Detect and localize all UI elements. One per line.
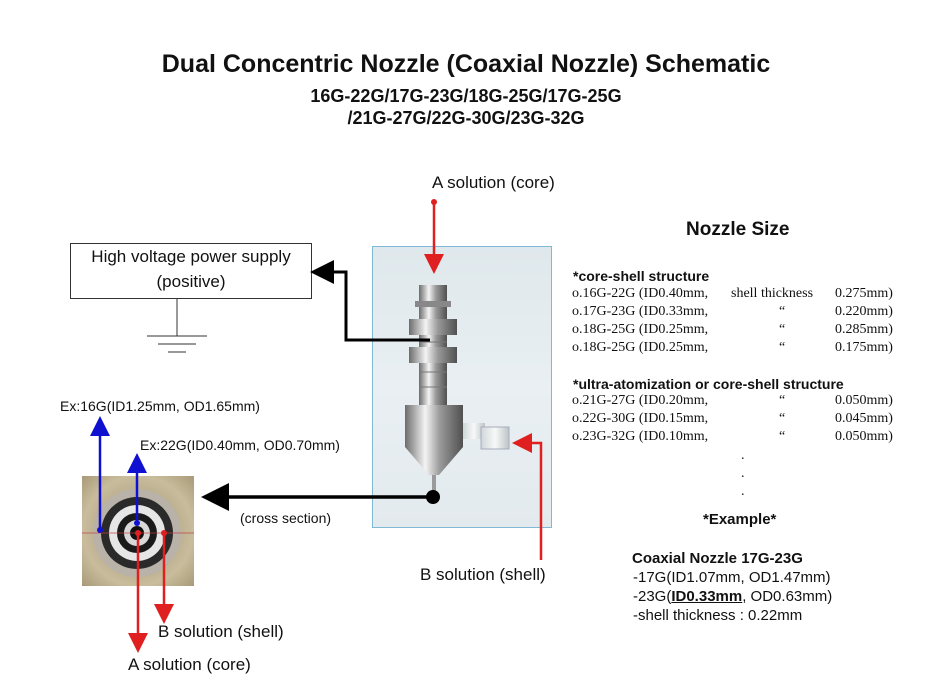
list-item: o.18G-25G (ID0.25mm, “ 0.285mm)	[572, 322, 893, 337]
hv-label-line2: (positive)	[156, 272, 226, 291]
ellipsis-dot-2: .	[741, 466, 745, 481]
core-shell-list: o.16G-22G (ID0.40mm, shell thickness 0.2…	[572, 286, 912, 358]
list-item: o.16G-22G (ID0.40mm, shell thickness 0.2…	[572, 286, 893, 301]
subtitle-line-1: 16G-22G/17G-23G/18G-25G/17G-25G	[310, 86, 622, 106]
hv-label-line1: High voltage power supply	[91, 247, 291, 266]
hv-connection-arrow	[310, 260, 430, 342]
list-item: o.17G-23G (ID0.33mm, “ 0.220mm)	[572, 304, 893, 319]
ex16-blue-arrow	[90, 416, 110, 533]
list-item: o.22G-30G (ID0.15mm, “ 0.045mm)	[572, 411, 893, 426]
ellipsis-dot-3: .	[741, 484, 745, 499]
example-title: Coaxial Nozzle 17G-23G	[632, 550, 803, 567]
list-item: o.18G-25G (ID0.25mm, “ 0.175mm)	[572, 340, 893, 355]
cross-section-arrow	[201, 483, 440, 511]
a-solution-bottom-label: A solution (core)	[128, 655, 251, 674]
core-shell-heading: *core-shell structure	[573, 268, 710, 284]
list-item: o.21G-27G (ID0.20mm, “ 0.050mm)	[572, 393, 893, 408]
b-solution-bottom-label: B solution (shell)	[158, 622, 284, 641]
example-line-2: -23G(ID0.33mm, OD0.63mm)	[633, 588, 833, 605]
example-heading: *Example*	[703, 511, 777, 528]
nozzle-photo	[372, 246, 552, 528]
ellipsis-dot-1: .	[741, 448, 745, 463]
page-title: Dual Concentric Nozzle (Coaxial Nozzle) …	[161, 50, 771, 78]
ex16-label: Ex:16G(ID1.25mm, OD1.65mm)	[60, 398, 260, 414]
example-line-1: -17G(ID1.07mm, OD1.47mm)	[633, 569, 831, 586]
ex22-label: Ex:22G(ID0.40mm, OD0.70mm)	[140, 437, 340, 453]
cross-section-label: (cross section)	[240, 510, 332, 526]
nozzle-size-heading: Nozzle Size	[686, 219, 790, 240]
list-item: o.23G-32G (ID0.10mm, “ 0.050mm)	[572, 429, 893, 444]
ex22-blue-arrow	[127, 453, 147, 526]
ultra-heading: *ultra-atomization or core-shell structu…	[573, 376, 844, 392]
b-solution-bottom-arrow	[154, 530, 174, 624]
example-line-2-bold: ID0.33mm	[671, 588, 743, 605]
ultra-list: o.21G-27G (ID0.20mm, “ 0.050mm) o.22G-30…	[572, 393, 912, 447]
b-solution-right-arrow	[512, 433, 543, 560]
nozzle-illustration	[405, 285, 510, 499]
a-solution-top-arrow	[424, 199, 444, 274]
b-solution-right-label: B solution (shell)	[420, 565, 546, 584]
subtitle-line-2: /21G-27G/22G-30G/23G-32G	[347, 108, 585, 128]
high-voltage-power-supply-box: High voltage power supply (positive)	[70, 243, 312, 299]
a-solution-top-label: A solution (core)	[432, 173, 555, 192]
a-solution-bottom-arrow	[128, 530, 148, 653]
ground-symbol	[147, 298, 207, 353]
example-line-3: -shell thickness : 0.22mm	[633, 607, 803, 624]
